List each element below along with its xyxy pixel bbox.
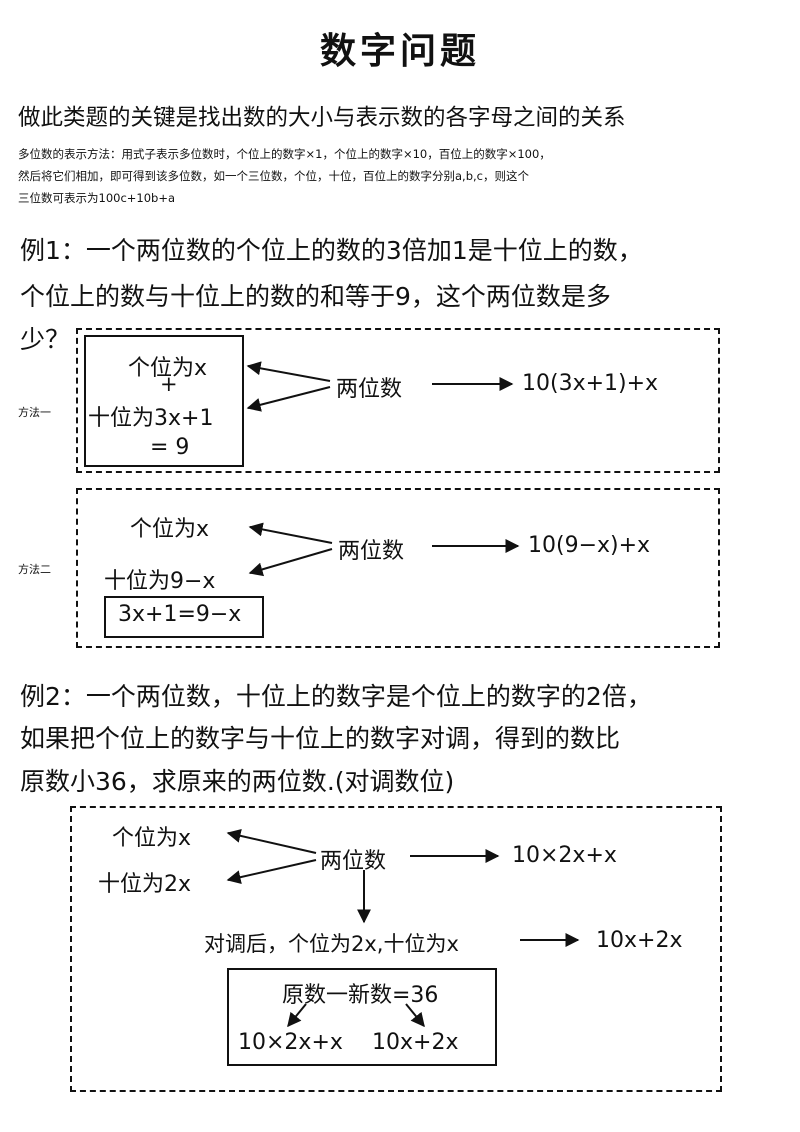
method1-center: 两位数: [336, 377, 403, 402]
method1-eq: = 9: [150, 435, 190, 460]
example1-line-1: 例1：一个两位数的个位上的数的3倍加1是十位上的数，: [20, 236, 643, 265]
method2-equation: 3x+1=9−x: [118, 602, 242, 627]
method1-frame: [76, 328, 720, 473]
example2-box-left: 10×2x+x: [238, 1030, 343, 1055]
method1-tens: 十位为3x+1: [88, 406, 214, 431]
method1-result: 10(3x+1)+x: [522, 371, 659, 396]
intro-text: 做此类题的关键是找出数的大小与表示数的各字母之间的关系: [18, 105, 626, 131]
method2-frame: [76, 488, 720, 648]
method2-ones: 个位为x: [130, 517, 210, 542]
example2-tens: 十位为2x: [98, 872, 192, 897]
example2-equation-box: [227, 968, 497, 1066]
example2-line-3: 原数小36，求原来的两位数.(对调数位): [20, 767, 455, 796]
method2-center: 两位数: [338, 539, 405, 564]
method2-label: 方法二: [18, 563, 51, 576]
method1-label: 方法一: [18, 406, 51, 419]
method1-ones: 个位为x: [128, 356, 208, 381]
example2-ones: 个位为x: [112, 826, 192, 851]
method2-result: 10(9−x)+x: [528, 533, 651, 558]
page-title: 数字问题: [319, 31, 480, 72]
example2-center: 两位数: [320, 849, 387, 874]
example2-result: 10×2x+x: [512, 843, 617, 868]
example2-box-right: 10x+2x: [372, 1030, 459, 1055]
method2-tens: 十位为9−x: [104, 569, 216, 594]
example2-line-2: 如果把个位上的数字与十位上的数字对调，得到的数比: [20, 724, 621, 753]
method1-sum-box: [84, 335, 244, 467]
example2-frame: [70, 806, 722, 1092]
method1-plus: +: [160, 372, 178, 396]
example1-line-3: 少？: [20, 325, 71, 354]
example2-swapped: 对调后，个位为2x,十位为x: [204, 932, 459, 956]
example2-line-1: 例2：一个两位数，十位上的数字是个位上的数字的2倍，: [20, 682, 652, 711]
example2-swapped-result: 10x+2x: [596, 928, 683, 953]
example1-line-2: 个位上的数与十位上的数的和等于9，这个两位数是多: [20, 282, 611, 311]
example2-box-eq: 原数一新数=36: [282, 983, 439, 1008]
note-line-1: 多位数的表示方法：用式子表示多位数时，个位上的数字×1，个位上的数字×10，百位…: [18, 147, 551, 161]
method2-equation-box: [104, 596, 264, 638]
note-line-2: 然后将它们相加，即可得到该多位数，如一个三位数，个位，十位，百位上的数字分别a,…: [18, 169, 529, 183]
note-line-3: 三位数可表示为100c+10b+a: [18, 191, 176, 205]
